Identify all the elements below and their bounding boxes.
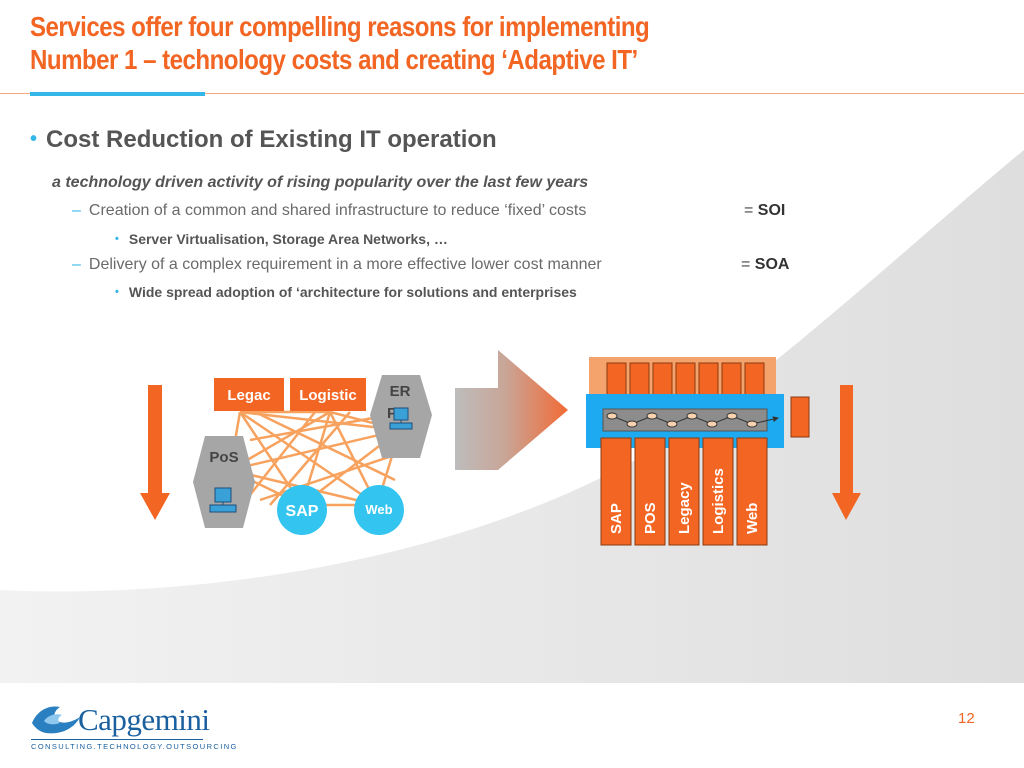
bullet-dot-icon: • [30, 128, 38, 150]
bus-nodes [606, 412, 779, 428]
sub-sub-item-2-text: Wide spread adoption of ‘architecture fo… [128, 284, 577, 300]
bullet-dot-icon: • [115, 233, 119, 245]
title-underline [0, 93, 1024, 94]
capgemini-spade-logo-icon [32, 706, 80, 734]
column-label: Web [744, 503, 761, 534]
slide-title: Services offer four compelling reasons f… [30, 10, 650, 76]
column-web [736, 437, 768, 546]
equals-sign: = [744, 202, 754, 219]
computer-icon [209, 487, 237, 513]
logo-tagline: CONSULTING.TECHNOLOGY.OUTSOURCING [31, 742, 238, 751]
sub-sub-item-1-text: Server Virtualisation, Storage Area Netw… [128, 231, 448, 247]
soa-stack: SAP POS Legacy Logistics Web [586, 357, 810, 546]
pos-hexagon [193, 436, 255, 528]
sub-sub-item-1: • Server Virtualisation, Storage Area Net… [115, 231, 448, 247]
right-down-arrow-icon [832, 385, 861, 520]
bullet-dot-icon: • [115, 286, 119, 298]
pos-label: PoS [209, 449, 238, 466]
sub-item-2: –Delivery of a complex requirement in a … [72, 256, 789, 274]
column-label: Legacy [676, 482, 693, 534]
dash-icon: – [72, 202, 81, 219]
bullet-main: • Cost Reduction of Existing IT operation [30, 126, 497, 154]
sap-label: SAP [286, 503, 319, 520]
column-logistics [702, 437, 734, 546]
title-line-1: Services offer four compelling reasons f… [30, 11, 650, 42]
footer [0, 683, 1024, 768]
bullet-main-text: Cost Reduction of Existing IT operation [46, 126, 497, 153]
column-label: POS [642, 502, 659, 534]
column-sap [600, 437, 632, 546]
web-label: Web [365, 502, 392, 517]
sub-item-1-term: SOI [757, 202, 786, 219]
sub-item-1-equals: = SOI [744, 202, 785, 220]
equals-sign: = [741, 256, 751, 273]
column-label: Logistics [710, 468, 727, 534]
service-slots [606, 362, 765, 402]
sap-circle [277, 485, 327, 535]
column-pos [634, 437, 666, 546]
sub-item-1: –Creation of a common and shared infrast… [72, 202, 785, 220]
column-legacy [668, 437, 700, 546]
logistics-label: Logistic [299, 387, 357, 404]
subtitle-italic: a technology driven activity of rising p… [52, 174, 589, 191]
web-circle [354, 485, 404, 535]
sub-sub-item-2: • Wide spread adoption of ‘architecture f… [115, 284, 577, 300]
service-bus [602, 408, 768, 432]
erp-label-top: ER [390, 383, 411, 400]
sub-item-2-term: SOA [754, 256, 790, 273]
left-down-arrow-icon [140, 385, 170, 520]
dash-icon: – [72, 256, 81, 273]
transform-arrow-icon [455, 350, 568, 470]
title-accent-bar [30, 92, 205, 96]
computer-icon [389, 407, 413, 430]
external-service-box [790, 396, 810, 438]
logo-wordmark: Capgemini [78, 702, 210, 737]
legacy-box [214, 378, 284, 411]
logistics-box [290, 378, 366, 411]
legacy-label: Legac [227, 387, 270, 404]
column-label: SAP [608, 503, 625, 534]
sub-item-1-text: Creation of a common and shared infrastr… [88, 202, 587, 219]
sub-item-2-equals: = SOA [741, 256, 789, 274]
erp-label-bottom: P [387, 405, 397, 422]
title-line-2: Number 1 – technology costs and creating… [30, 44, 638, 75]
logo-rule [31, 739, 203, 740]
sub-item-2-text: Delivery of a complex requirement in a m… [88, 256, 602, 273]
system-columns: SAP POS Legacy Logistics Web [600, 437, 768, 546]
page-number: 12 [958, 710, 975, 727]
